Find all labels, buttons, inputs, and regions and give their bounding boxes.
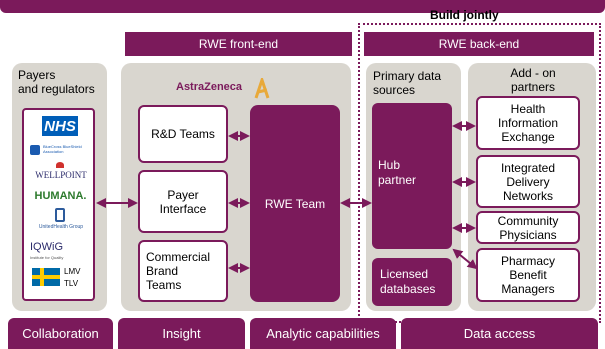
partner-integrated-delivery-networks: Integrated Delivery Networks (476, 155, 580, 208)
astrazeneca-mark-icon (254, 78, 270, 99)
top-banner (0, 0, 605, 13)
rd-teams-box: R&D Teams (138, 105, 228, 163)
licensed-databases-box: Licensed databases (372, 258, 452, 306)
lmv-label: LMV (64, 267, 81, 276)
footer-tab-analytic-capabilities: Analytic capabilities (250, 318, 396, 349)
iqwig-logo: IQWiG Institute for Quality (30, 241, 64, 260)
unitedhealth-mark-icon (55, 208, 65, 222)
payer-interface-box: Payer Interface (138, 170, 228, 233)
hub-partner-box: Hub partner (372, 103, 452, 249)
sweden-flag-icon (32, 268, 60, 286)
footer-tab-collaboration: Collaboration (8, 318, 113, 349)
rwe-team-box: RWE Team (250, 105, 340, 302)
footer-tab-insight: Insight (118, 318, 245, 349)
unitedhealth-logo: UnitedHealth Group (28, 208, 94, 236)
wellpoint-logo: WELLPOINT (28, 162, 94, 182)
partner-health-information-exchange: Health Information Exchange (476, 96, 580, 150)
humana-logo: HUMANA. (34, 190, 87, 202)
astrazeneca-logo: AstraZeneca (176, 78, 276, 100)
primary-sources-title: Primary data sources (373, 69, 442, 97)
payer-logos-panel: NHS BlueCross BlueShield Association WEL… (22, 108, 95, 301)
rwe-front-end-header: RWE front-end (125, 32, 352, 56)
partner-pharmacy-benefit-managers: Pharmacy Benefit Managers (476, 248, 580, 302)
bcbs-shield-icon (30, 145, 40, 155)
tlv-label: TLV (64, 279, 79, 288)
build-jointly-label: Build jointly (430, 8, 499, 22)
payers-title: Payers and regulators (18, 68, 95, 96)
rwe-back-end-header: RWE back-end (364, 32, 594, 56)
commercial-brand-teams-box: Commercial Brand Teams (138, 240, 228, 302)
bcbs-logo: BlueCross BlueShield Association (30, 144, 92, 156)
footer-tab-data-access: Data access (401, 318, 598, 349)
partner-community-physicians: Community Physicians (476, 211, 580, 244)
addon-partners-title: Add - on partners (510, 66, 556, 94)
arrow-hub-to-pbm (452, 248, 478, 270)
wellpoint-mark-icon (56, 162, 64, 168)
nhs-logo: NHS (42, 116, 78, 136)
